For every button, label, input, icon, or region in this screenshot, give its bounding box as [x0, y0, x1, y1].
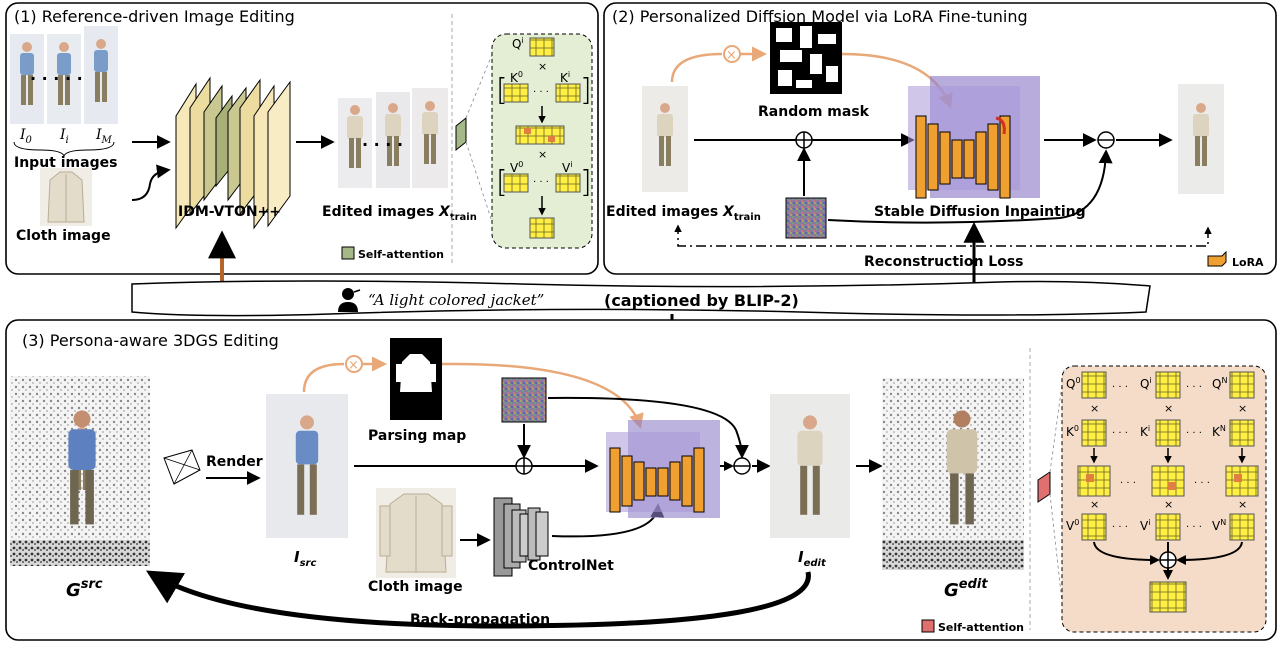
svg-text:]: ] [580, 73, 592, 108]
index-label-0: I0 [19, 127, 33, 146]
caption-source: (captioned by BLIP-2) [604, 291, 799, 310]
render-label: Render [206, 454, 263, 470]
svg-text:×: × [1238, 402, 1247, 415]
svg-text:· · ·: · · · [1112, 428, 1128, 439]
edited-images-label-1: Edited images Xtrain [322, 204, 477, 223]
stable-diffusion-label: Stable Diffusion Inpainting [874, 204, 1086, 220]
self-attention-legend-1: Self-attention [358, 248, 444, 261]
backprop-label: Back-propagation [410, 612, 550, 628]
svg-text:×: × [1090, 498, 1099, 511]
camera-icon [163, 449, 201, 485]
attention-detail-1: Qi × [ ] K0 · · · Ki × [ ] V0 · · · Vi [491, 33, 593, 249]
index-label-m: IM [95, 127, 113, 146]
cloth-image-label-3: Cloth image [368, 579, 463, 595]
lora-legend-label: LoRA [1232, 256, 1264, 269]
svg-text:· · ·: · · · [1186, 522, 1202, 533]
svg-text:· · ·: · · · [1112, 382, 1128, 393]
svg-text:· · ·: · · · [1186, 428, 1202, 439]
i-src-label: Isrc [294, 548, 316, 569]
random-mask-image [770, 22, 842, 94]
svg-text:Vi: Vi [562, 160, 572, 175]
input-image-stack: · · · · · [10, 26, 118, 124]
cloth-image-label-1: Cloth image [16, 228, 111, 244]
svg-text:· · ·: · · · [1120, 478, 1136, 489]
g-edit-label: Gedit [944, 577, 988, 601]
source-render-image [266, 394, 348, 538]
gaussian-scene-src [10, 376, 150, 566]
edited-images-label-2: Edited images Xtrain [606, 204, 761, 223]
svg-text:Vi: Vi [1140, 518, 1150, 533]
panel-lora-finetuning: (2) Personalized Diffsion Model via LoRA… [603, 2, 1277, 275]
panel-3dgs-editing: (3) Persona-aware 3DGS Editing Gsrc Rend… [5, 319, 1277, 641]
random-mask-label: Random mask [758, 104, 870, 120]
stable-diffusion-unet-3 [606, 420, 720, 518]
edited-render-image [770, 394, 850, 538]
edited-image-stack-1: · · · · [338, 88, 448, 188]
svg-text:· · ·: · · · [533, 87, 549, 98]
cloth-image-3 [376, 488, 456, 578]
svg-text:· · ·: · · · [1194, 478, 1210, 489]
svg-text:Ki: Ki [560, 70, 570, 85]
output-image-2 [1178, 84, 1224, 194]
svg-text:×: × [726, 48, 737, 63]
index-label-i: Ii [59, 127, 69, 146]
svg-text:KN: KN [1212, 424, 1226, 439]
svg-text:Qi: Qi [512, 36, 524, 51]
g-src-label: Gsrc [66, 577, 103, 601]
svg-text:[: [ [496, 165, 508, 200]
svg-text:×: × [1090, 402, 1099, 415]
cloth-image-1 [40, 168, 92, 226]
panel-reference-editing: (1) Reference-driven Image Editing · · ·… [5, 2, 599, 275]
svg-text:×: × [1164, 402, 1173, 415]
lora-legend-icon [1207, 250, 1227, 267]
caption-quote: “A light colored jacket” [368, 291, 544, 309]
svg-text:Qi: Qi [1140, 376, 1152, 391]
self-attention-legend-swatch-3 [921, 619, 935, 633]
svg-text:×: × [1238, 498, 1247, 511]
svg-text:×: × [538, 148, 547, 161]
reconstruction-loss-label: Reconstruction Loss [864, 254, 1024, 270]
svg-text:[: [ [496, 73, 508, 108]
svg-text:]: ] [580, 165, 592, 200]
svg-text:Ki: Ki [1140, 424, 1150, 439]
svg-text:×: × [1164, 498, 1173, 511]
gaussian-scene-edit [882, 378, 1024, 570]
stable-diffusion-unet-2 [908, 76, 1040, 199]
svg-text:· · ·: · · · [533, 177, 549, 188]
parsing-map-image [390, 338, 442, 420]
panel3-title: (3) Persona-aware 3DGS Editing [22, 331, 279, 350]
svg-text:×: × [538, 60, 547, 73]
svg-text:K0: K0 [1066, 424, 1079, 439]
svg-text:VN: VN [1212, 518, 1226, 533]
svg-text:· · · ·: · · · · [362, 135, 403, 154]
panel2-title: (2) Personalized Diffsion Model via LoRA… [612, 7, 1028, 26]
svg-text:· · ·: · · · [1112, 522, 1128, 533]
self-attention-legend-3: Self-attention [938, 621, 1024, 634]
svg-text:· · · · ·: · · · · · [30, 69, 83, 88]
noise-image-2 [785, 197, 827, 239]
i-edit-label: Iedit [798, 548, 827, 569]
model-label-idm: IDM-VTON++ [178, 204, 281, 220]
svg-text:×: × [348, 358, 359, 373]
edited-image-2 [642, 86, 688, 192]
panel1-title: (1) Reference-driven Image Editing [14, 7, 295, 26]
self-attention-legend-swatch-1 [341, 246, 355, 260]
controlnet-block [493, 497, 549, 577]
svg-text:K0: K0 [510, 70, 523, 85]
caption-banner: “A light colored jacket” (captioned by B… [131, 280, 1151, 317]
controlnet-label: ControlNet [528, 558, 614, 574]
svg-text:V0: V0 [1066, 518, 1079, 533]
parsing-map-label: Parsing map [368, 428, 466, 444]
speaker-icon [338, 288, 361, 312]
idm-vton-model [175, 76, 291, 230]
svg-text:· · ·: · · · [1186, 382, 1202, 393]
svg-text:QN: QN [1212, 376, 1227, 391]
attention-detail-3: Q0 · · · Qi · · · QN × × × K0 · · · Ki ·… [1061, 365, 1267, 633]
input-images-label: Input images [14, 155, 117, 171]
svg-text:V0: V0 [510, 160, 523, 175]
svg-text:Q0: Q0 [1066, 376, 1081, 391]
noise-image-3 [501, 377, 547, 423]
